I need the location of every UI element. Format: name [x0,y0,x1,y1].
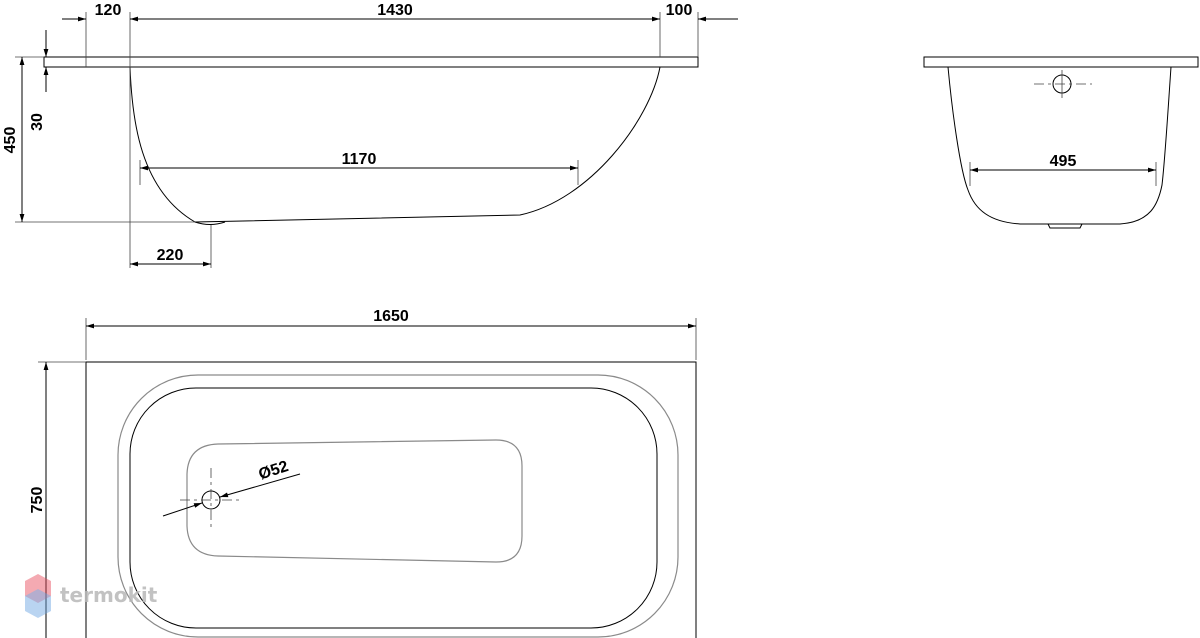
dim-label-bottom-length: 1170 [342,151,377,168]
dim-label-rim-right: 100 [666,2,693,19]
end-view-tub-body [947,66,1172,225]
dim-label-drain-diameter: Ø52 [257,458,291,484]
dim-line-drain-left [162,502,203,517]
top-view-inner-basin [129,387,658,629]
end-view: 495 [923,56,1199,229]
dim-label-inner-length: 1430 [377,2,413,19]
top-view-outer-basin [117,374,679,638]
end-view-rim [923,56,1199,68]
dim-label-total-height: 450 [2,127,19,154]
watermark: termokit [25,574,158,618]
dim-label-drain-offset: 220 [157,247,184,264]
dim-line-drain-right [219,473,301,498]
termokit-logo-icon [25,574,51,618]
dim-label-total-length: 1650 [373,308,409,325]
top-view-rim [85,361,697,638]
side-view: 120 1430 100 450 30 1170 220 [2,2,738,268]
top-view: Ø52 1650 750 [29,308,697,638]
top-view-bottom-flat [186,439,523,563]
side-view-rim [43,56,699,68]
end-view-drain-foot [1047,223,1083,229]
side-view-drain-foot [194,221,226,225]
dim-label-rim-thickness: 30 [29,113,46,131]
dim-label-bottom-width: 495 [1050,153,1077,170]
watermark-text: termokit [60,583,158,607]
side-view-tub-body [129,66,661,223]
dim-label-total-width: 750 [29,487,46,514]
dim-label-rim-left: 120 [95,2,122,19]
